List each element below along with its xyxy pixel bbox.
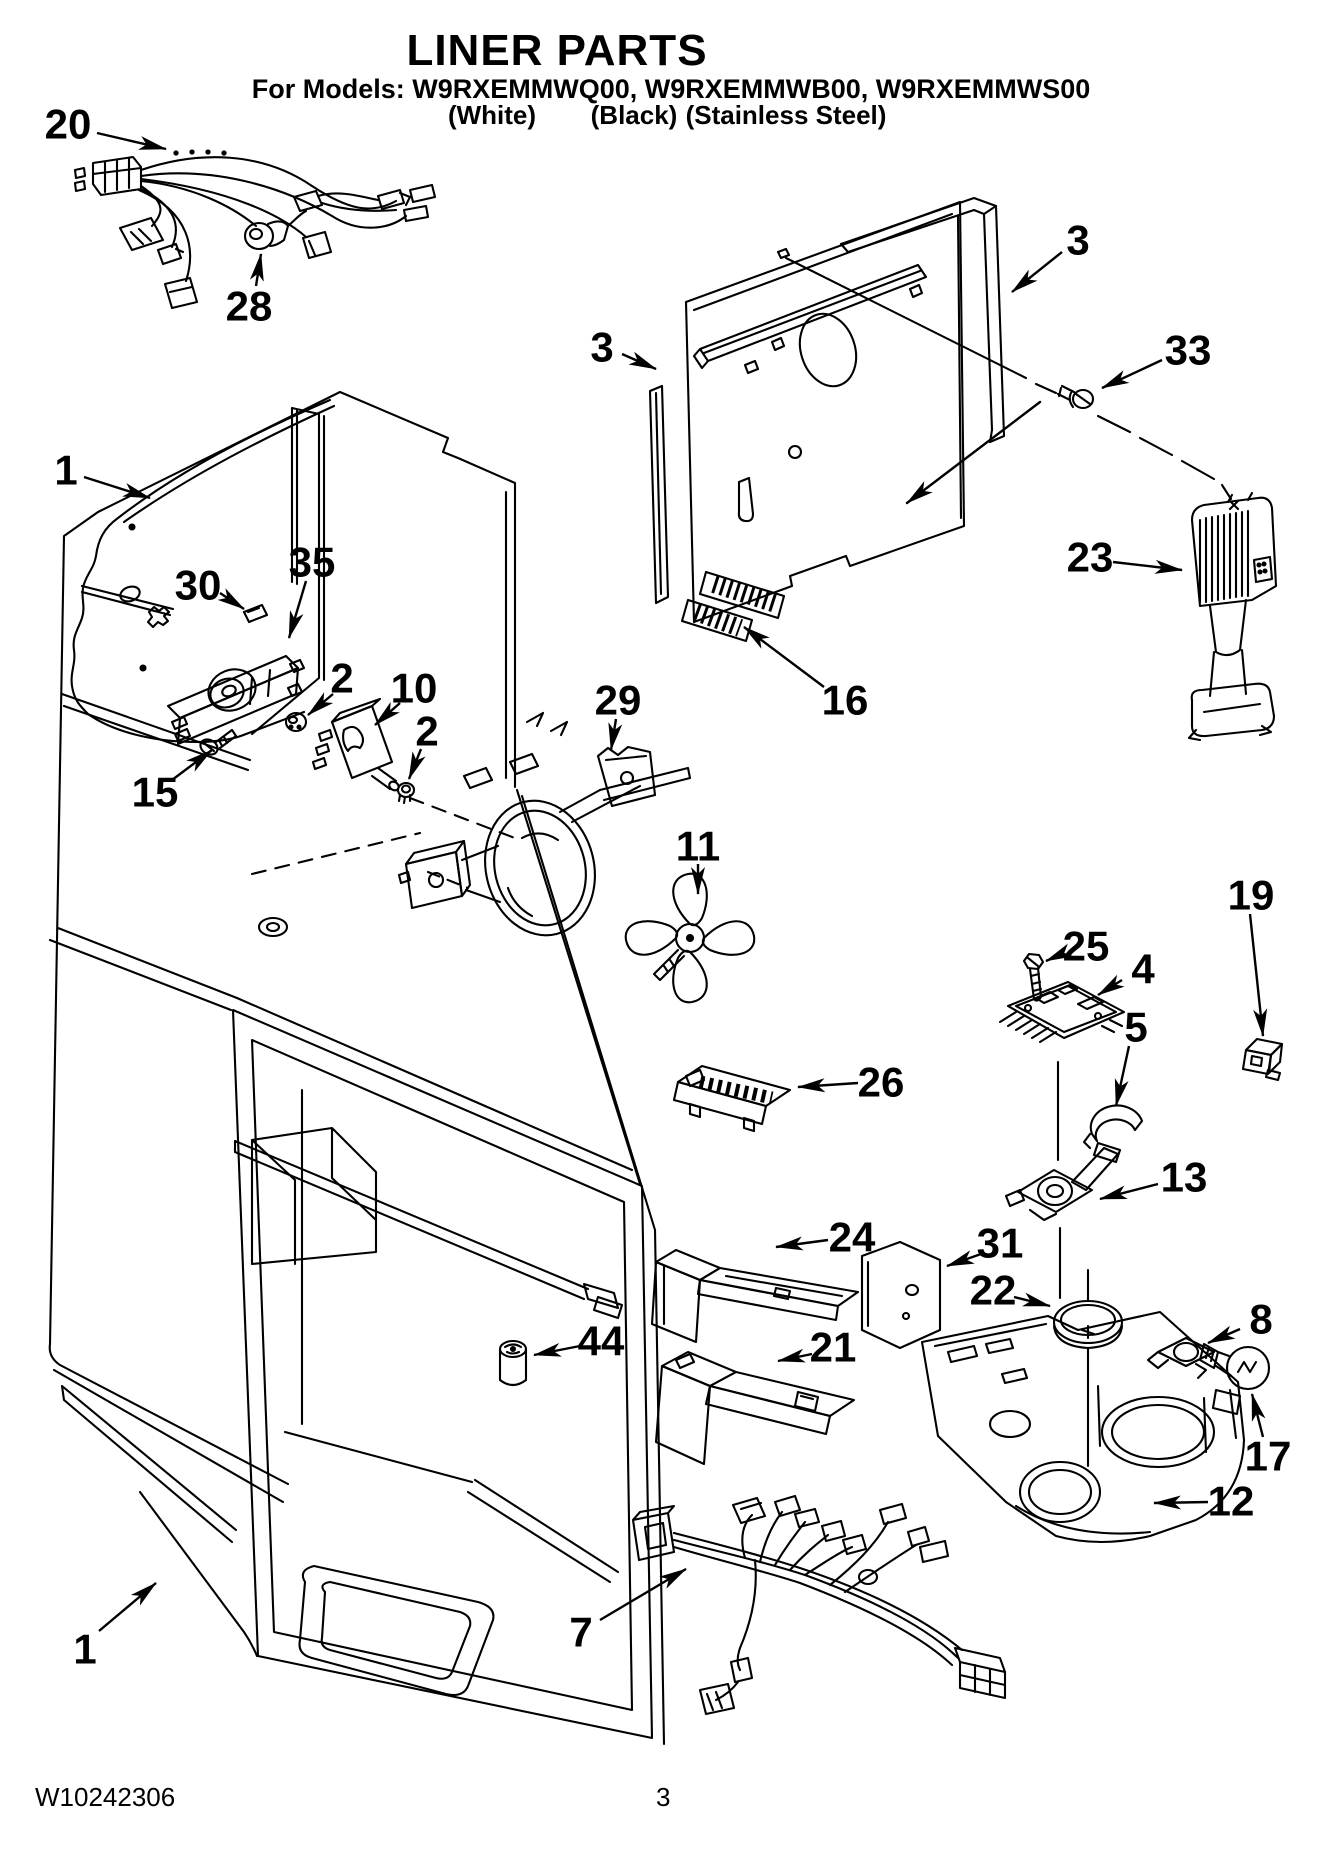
- callout-label-4: 4: [1131, 946, 1155, 993]
- callout-label-3: 3: [1066, 217, 1089, 264]
- callout-label-1: 1: [54, 447, 77, 494]
- page-title: LINER PARTS: [406, 26, 708, 75]
- callout-arrow-16: [743, 626, 825, 688]
- callout-arrow-28: [249, 253, 264, 287]
- page-number: 3: [656, 1782, 671, 1812]
- callout-arrow-15: [171, 749, 213, 781]
- control-housing-art: [166, 603, 416, 805]
- callout-label-25: 25: [1063, 923, 1110, 970]
- callout-label-15: 15: [132, 769, 179, 816]
- finish-label-black: (Black): [590, 100, 678, 130]
- callout-arrow-31: [946, 1250, 982, 1268]
- callout-arrow-22: [1013, 1292, 1051, 1308]
- fan-blade-art: [624, 872, 756, 1004]
- callout-arrow-1: [98, 1582, 157, 1632]
- callout-arrow-44: [533, 1342, 581, 1357]
- document-number: W10242306: [35, 1782, 176, 1812]
- callout-label-21: 21: [810, 1324, 857, 1371]
- callout-label-19: 19: [1228, 872, 1275, 919]
- air-duct-art: [650, 1248, 860, 1466]
- callout-arrow-26: [797, 1078, 859, 1093]
- grille-art: [672, 1064, 792, 1133]
- callout-label-2: 2: [415, 708, 438, 755]
- callout-label-29: 29: [595, 677, 642, 724]
- control-board-art: [998, 952, 1284, 1222]
- callout-label-17: 17: [1245, 1433, 1292, 1480]
- callout-arrow-1: [83, 475, 151, 500]
- callout-label-13: 13: [1161, 1154, 1208, 1201]
- callout-label-11: 11: [676, 823, 720, 870]
- callout-label-28: 28: [226, 283, 273, 330]
- callout-label-26: 26: [858, 1059, 905, 1106]
- models-line: For Models: W9RXEMMWQ00, W9RXEMMWB00, W9…: [251, 74, 1091, 104]
- callout-arrow-33: [1101, 358, 1163, 390]
- air-tower-art: [1187, 491, 1278, 742]
- roller-art: [498, 1339, 528, 1387]
- finish-label-white: (White): [447, 100, 537, 130]
- callout-arrow-17: [1250, 1393, 1266, 1438]
- callout-arrow-2: [407, 748, 426, 780]
- callout-arrow-29: [608, 718, 623, 751]
- callout-label-10: 10: [391, 665, 438, 712]
- light-bulb-art: [1198, 1342, 1271, 1391]
- callout-label-8: 8: [1249, 1296, 1272, 1343]
- callout-arrow-30: [217, 588, 245, 610]
- callout-label-35: 35: [289, 539, 336, 586]
- callout-arrow-25: [1045, 943, 1074, 963]
- finish-label-stainless: (Stainless Steel): [685, 100, 887, 130]
- callout-arrow-19: [1248, 913, 1268, 1037]
- callout-arrow-7: [599, 1567, 687, 1622]
- callout-arrow-8: [1207, 1325, 1241, 1345]
- callout-arrow-2: [307, 692, 334, 716]
- callout-arrow-13: [1099, 1182, 1159, 1201]
- callout-label-22: 22: [970, 1267, 1017, 1314]
- callout-label-31: 31: [977, 1220, 1024, 1267]
- callout-arrow-3: [621, 351, 657, 371]
- callout-label-7: 7: [569, 1609, 592, 1656]
- callout-arrow-10: [374, 701, 401, 726]
- callout-arrow-4: [1097, 974, 1125, 997]
- wire-harness-top-art: [73, 149, 437, 310]
- callout-label-33: 33: [1165, 327, 1212, 374]
- callout-arrow-21: [777, 1348, 813, 1363]
- callout-arrow-3: [1011, 251, 1063, 293]
- callout-label-3: 3: [590, 324, 613, 371]
- evaporator-panel-art: [648, 196, 1240, 643]
- callout-label-5: 5: [1124, 1004, 1147, 1051]
- trim-ring-art: [1052, 1226, 1124, 1468]
- fan-shroud-art: [397, 745, 692, 937]
- callout-arrow-20: [96, 131, 167, 151]
- callout-label-2: 2: [330, 655, 353, 702]
- callout-label-23: 23: [1067, 534, 1114, 581]
- callout-label-24: 24: [829, 1214, 876, 1261]
- callout-arrow-24: [775, 1236, 829, 1251]
- callout-label-12: 12: [1208, 1478, 1255, 1525]
- callout-arrow-12: [1153, 1495, 1209, 1510]
- liner-cabinet-art: [48, 390, 666, 1746]
- light-console-art: [920, 1310, 1246, 1544]
- callout-arrow-5: [1114, 1045, 1131, 1107]
- callout-label-1: 1: [73, 1626, 96, 1673]
- callout-label-44: 44: [578, 1318, 625, 1365]
- callout-label-30: 30: [175, 562, 222, 609]
- callout-arrow-35: [287, 580, 308, 639]
- callout-arrow-23: [1112, 559, 1183, 574]
- wire-harness-bottom-art: [631, 1494, 1007, 1716]
- callout-label-20: 20: [45, 101, 92, 148]
- cover-plate-art: [860, 1240, 942, 1350]
- callout-label-16: 16: [822, 677, 869, 724]
